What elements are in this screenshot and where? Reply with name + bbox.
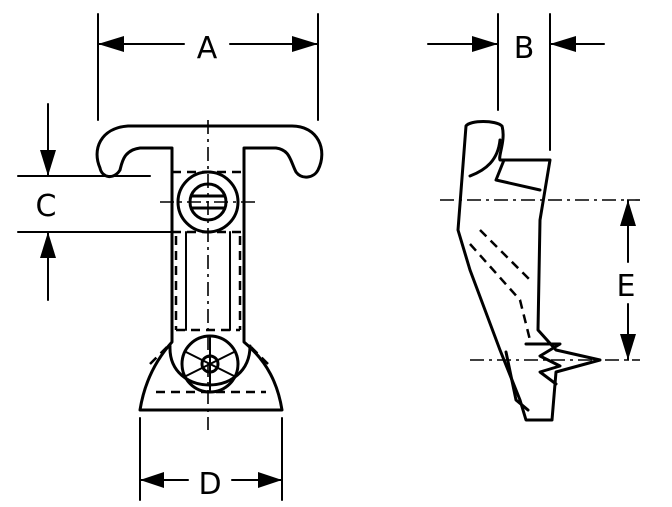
dimension-label-c: C [36, 189, 57, 224]
t-handle-outline [95, 124, 324, 412]
dimension-b: B [427, 13, 605, 151]
side-hook-curve [468, 138, 502, 178]
side-hidden-lines [469, 229, 532, 341]
dimension-a: A [97, 13, 319, 121]
dimension-c: C [17, 103, 181, 301]
dimension-e: E [617, 199, 636, 361]
side-inner-line [494, 158, 542, 192]
front-view [95, 120, 324, 430]
hidden-hole-outline [170, 170, 246, 234]
dimension-label-b: B [514, 31, 535, 66]
side-view [440, 120, 640, 422]
dimension-label-d: D [198, 467, 221, 502]
dimension-label-e: E [617, 269, 636, 304]
dimension-d: D [139, 417, 283, 502]
wheel-spoke-3 [185, 351, 235, 377]
side-outline [456, 120, 602, 422]
dimension-label-a: A [197, 31, 218, 66]
base-hidden-lines [149, 345, 269, 394]
inner-slot [185, 231, 231, 331]
side-tip-detail [504, 342, 562, 412]
